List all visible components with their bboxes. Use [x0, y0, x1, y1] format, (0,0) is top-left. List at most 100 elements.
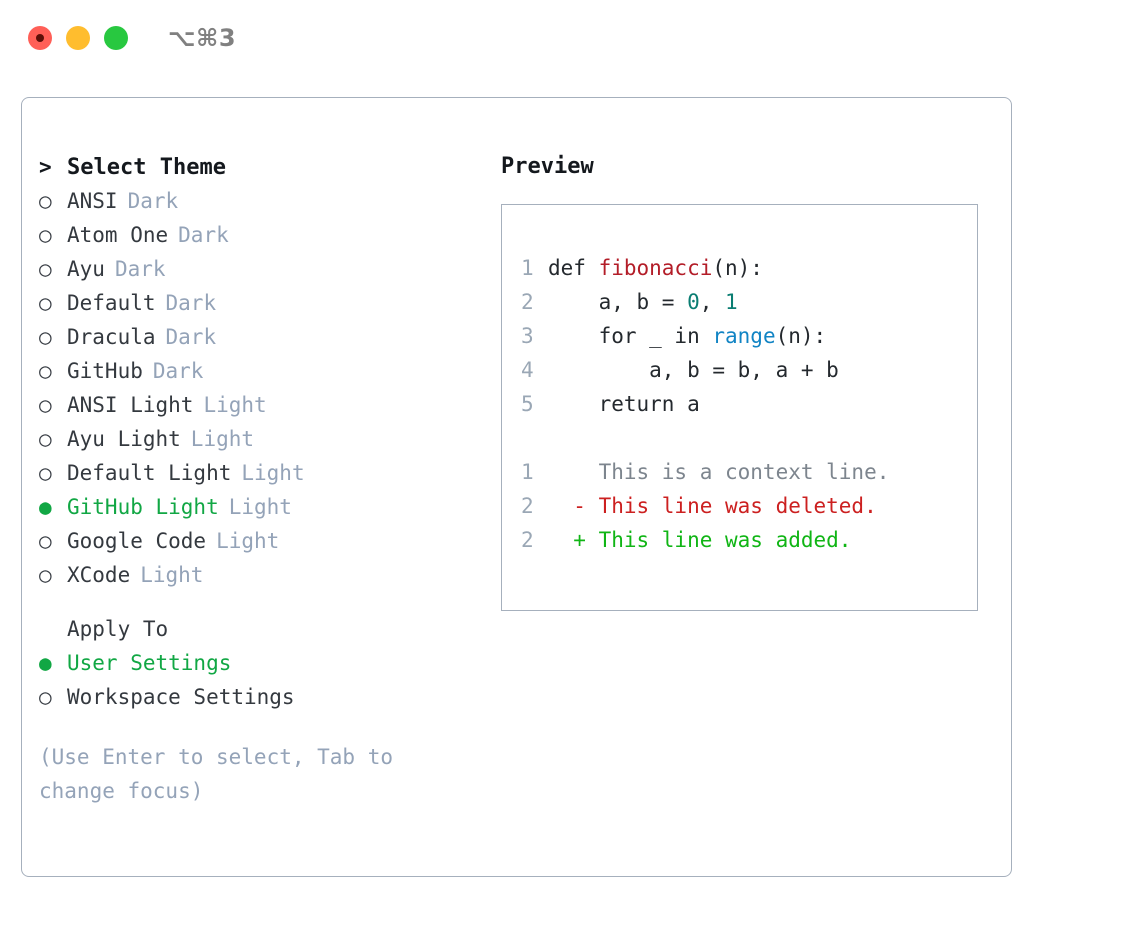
diff-sample: 1 This is a context line.2 - This line w… — [521, 455, 977, 557]
radio-empty-icon: ○ — [39, 291, 52, 315]
diff-line-text: This is a context line. — [548, 460, 890, 484]
apply-to-list: ● User Settings ○ Workspace Settings — [39, 646, 479, 714]
select-theme-heading-label: Select Theme — [67, 155, 226, 180]
code-line-text: a, b = b, a + b — [548, 353, 839, 387]
theme-option-tag: Light — [203, 393, 267, 417]
theme-option-ayu-light[interactable]: ○ Ayu Light Light — [39, 422, 479, 456]
radio-empty-icon: ○ — [39, 189, 52, 213]
code-token-plain: def — [548, 256, 599, 280]
radio-empty-icon: ○ — [39, 325, 52, 349]
theme-option-tag: Dark — [165, 325, 217, 349]
code-token-call: range — [712, 324, 776, 348]
theme-option-label: Default Light — [67, 461, 232, 485]
code-line-number: 3 — [521, 324, 534, 348]
code-token-plain: for _ in — [548, 324, 713, 348]
theme-option-label: GitHub Light — [67, 495, 219, 519]
radio-empty-icon: ○ — [39, 685, 52, 709]
code-line-number: 5 — [521, 392, 534, 416]
theme-option-label: Atom One — [67, 223, 169, 247]
diff-line-text: + This line was added. — [548, 528, 852, 552]
code-token-num: 0 — [687, 290, 700, 314]
theme-option-atom-one[interactable]: ○ Atom One Dark — [39, 218, 479, 252]
theme-option-tag: Dark — [127, 189, 179, 213]
code-diff-gap — [521, 421, 977, 455]
code-line-text: def fibonacci(n): — [548, 251, 763, 285]
theme-option-google-code[interactable]: ○ Google Code Light — [39, 524, 479, 558]
theme-option-label: Ayu Light — [67, 427, 181, 451]
window-controls — [28, 26, 128, 50]
code-line: 4 a, b = b, a + b — [521, 353, 977, 387]
theme-option-tag: Dark — [178, 223, 229, 247]
diff-line-del: 2 - This line was deleted. — [521, 489, 977, 523]
radio-empty-icon: ○ — [39, 529, 52, 553]
apply-to-heading: Apply To — [67, 617, 169, 641]
code-line-number: 1 — [521, 256, 534, 280]
theme-option-label: Ayu — [67, 257, 105, 281]
code-line: 3 for _ in range(n): — [521, 319, 977, 353]
close-button[interactable] — [28, 26, 52, 50]
theme-option-tag: Dark — [165, 291, 217, 315]
diff-line-number: 2 — [521, 494, 534, 518]
radio-empty-icon: ○ — [39, 427, 52, 451]
code-token-plain: a, b = b, a + b — [548, 358, 839, 382]
code-line-number: 2 — [521, 290, 534, 314]
apply-to-option-label: Workspace Settings — [67, 685, 295, 709]
apply-to-option-user-settings[interactable]: ● User Settings — [39, 646, 479, 680]
theme-option-label: XCode — [67, 563, 131, 587]
theme-option-github-light[interactable]: ● GitHub Light Light — [39, 490, 479, 524]
radio-selected-icon: ● — [39, 651, 52, 675]
code-token-plain: (n): — [775, 324, 827, 348]
diff-line-ctx: 1 This is a context line. — [521, 455, 977, 489]
code-token-plain: (n): — [712, 256, 763, 280]
theme-option-label: GitHub — [67, 359, 143, 383]
code-line: 2 a, b = 0, 1 — [521, 285, 977, 319]
title-bar: ⌥⌘3 — [0, 0, 1140, 78]
keyboard-hint: (Use Enter to select, Tab to change focu… — [39, 745, 394, 803]
theme-option-dracula[interactable]: ○ Dracula Dark — [39, 320, 479, 354]
theme-option-tag: Light — [241, 461, 305, 485]
code-line-text: a, b = 0, 1 — [548, 285, 738, 319]
theme-option-label: Default — [67, 291, 156, 315]
theme-option-default[interactable]: ○ Default Dark — [39, 286, 479, 320]
theme-option-tag: Dark — [152, 359, 204, 383]
apply-to-option-label: User Settings — [67, 651, 232, 675]
radio-empty-icon: ○ — [39, 257, 52, 281]
code-line-text: return a — [548, 387, 700, 421]
apply-to-option-workspace-settings[interactable]: ○ Workspace Settings — [39, 680, 479, 714]
maximize-button[interactable] — [104, 26, 128, 50]
code-line-number: 4 — [521, 358, 534, 382]
minimize-button[interactable] — [66, 26, 90, 50]
theme-option-ayu[interactable]: ○ Ayu Dark — [39, 252, 479, 286]
code-token-plain: , — [699, 290, 726, 314]
radio-selected-icon: ● — [39, 495, 52, 519]
theme-option-tag: Light — [216, 529, 280, 553]
code-line: 5 return a — [521, 387, 977, 421]
shortcut-label: ⌥⌘3 — [168, 24, 237, 52]
code-token-num: 1 — [725, 290, 738, 314]
theme-option-tag: Light — [190, 427, 255, 451]
theme-option-label: Dracula — [67, 325, 156, 349]
diff-line-number: 1 — [521, 460, 534, 484]
preview-title: Preview — [501, 154, 594, 179]
theme-option-label: Google Code — [67, 529, 207, 553]
code-token-plain: a, b = — [548, 290, 688, 314]
code-token-plain: return a — [548, 392, 700, 416]
radio-empty-icon: ○ — [39, 393, 52, 417]
theme-option-tag: Dark — [114, 257, 166, 281]
theme-option-tag: Light — [140, 563, 204, 587]
radio-empty-icon: ○ — [39, 223, 52, 247]
code-token-fn: fibonacci — [598, 256, 713, 280]
theme-option-tag: Light — [228, 495, 292, 519]
